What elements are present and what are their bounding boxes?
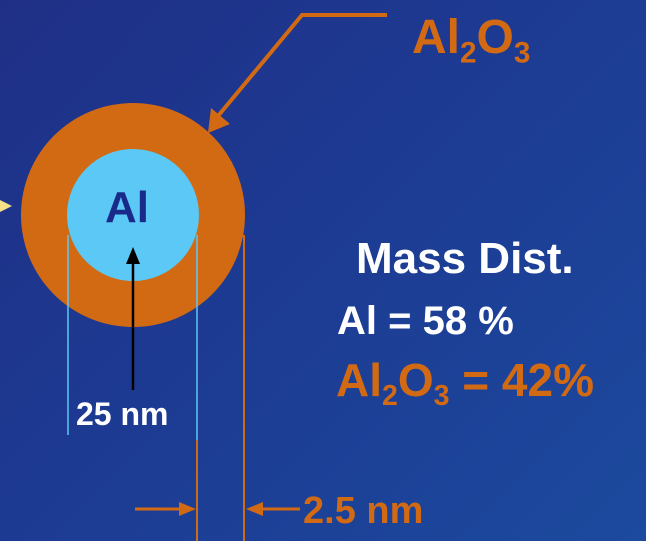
core-label: Al (105, 183, 149, 232)
al-core-circle (67, 149, 199, 281)
radius-arrow-head (126, 247, 140, 264)
al-mass-line: Al = 58 % (337, 299, 514, 343)
shell-leader-line (216, 13, 387, 118)
edge-arrowhead (0, 200, 12, 212)
diameter-label: 25 nm (76, 396, 169, 432)
oxide-mass-line: Al2O3 = 42% (336, 354, 594, 413)
thickness-label: 2.5 nm (303, 490, 424, 532)
shell-formula-label: Al2O3 (412, 11, 531, 70)
thickness-right-arrowhead (246, 502, 263, 516)
thickness-left-arrowhead (179, 502, 196, 516)
mass-dist-title: Mass Dist. (356, 234, 574, 283)
shell-leader-arrowhead (208, 108, 230, 133)
